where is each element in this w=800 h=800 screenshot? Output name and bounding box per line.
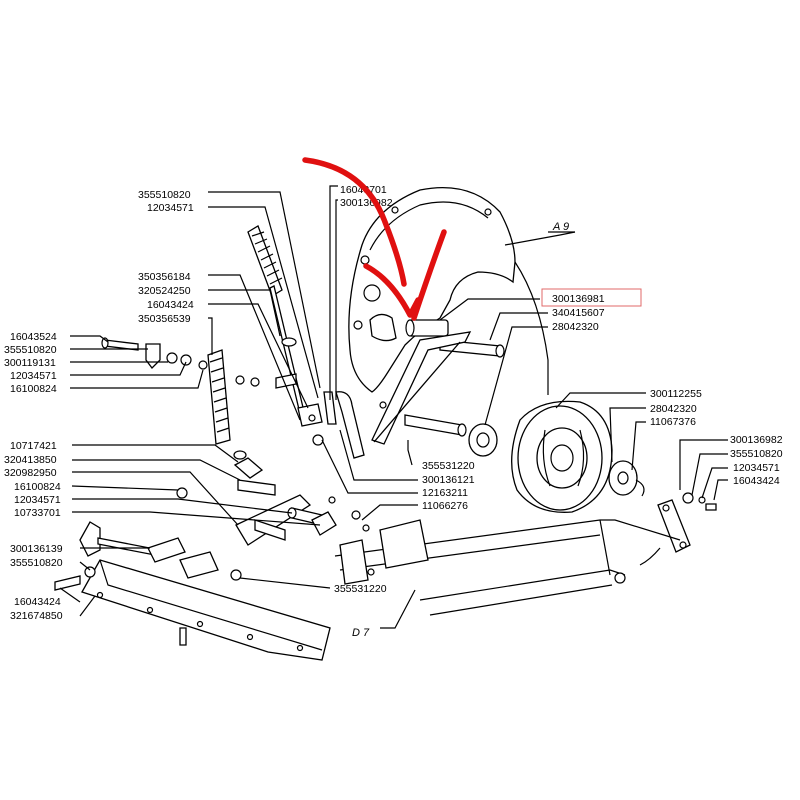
- label-16043424: 16043424: [147, 299, 194, 311]
- main-pulley: [511, 400, 613, 513]
- base-plate-assembly: [54, 521, 331, 661]
- label-320413850: 320413850: [4, 454, 57, 466]
- bearing: [468, 423, 645, 497]
- label-300136121: 300136121: [422, 474, 475, 486]
- label-320982950: 320982950: [4, 467, 57, 479]
- label-355510820-c: 355510820: [730, 448, 783, 460]
- label-10717421: 10717421: [10, 440, 57, 452]
- label-300136982: 300136982: [340, 197, 393, 209]
- spring-rod-assembly: [207, 225, 365, 459]
- label-12034571-b: 12034571: [10, 370, 57, 382]
- label-300112255: 300112255: [650, 388, 702, 400]
- label-300119131: 300119131: [4, 357, 56, 369]
- label-12034571-c: 12034571: [733, 462, 780, 474]
- label-16043424-c: 16043424: [14, 596, 61, 608]
- label-16100824-b: 16100824: [14, 481, 61, 493]
- small-hardware-left: [101, 337, 260, 387]
- label-355531220: 355531220: [422, 460, 475, 472]
- label-11066276: 11066276: [422, 500, 468, 512]
- label-355510820: 355510820: [138, 189, 191, 201]
- label-16043424-b: 16043424: [733, 475, 780, 487]
- label-321674850: 321674850: [10, 610, 63, 622]
- ref-a9: A 9: [552, 221, 569, 233]
- leader-lines: [59, 185, 728, 629]
- label-16043524: 16043524: [10, 331, 57, 343]
- label-355510820-d: 355510820: [10, 557, 63, 569]
- ref-d7: D 7: [352, 627, 370, 639]
- label-355531220-b: 355531220: [334, 583, 387, 595]
- label-12034571-d: 12034571: [14, 494, 61, 506]
- lower-left-mechanisms: [176, 450, 370, 546]
- frame-rails: [334, 519, 681, 616]
- lever-arm: [371, 331, 472, 445]
- red-arrows: [302, 157, 447, 321]
- label-350356539: 350356539: [138, 313, 191, 325]
- right-link: [657, 492, 717, 553]
- label-28042320-b: 28042320: [650, 403, 697, 415]
- label-11067376: 11067376: [650, 416, 696, 428]
- label-355510820-b: 355510820: [4, 344, 57, 356]
- label-12163211: 12163211: [422, 487, 468, 499]
- highlight-box: [541, 288, 642, 307]
- label-28042320: 28042320: [552, 321, 599, 333]
- label-300136139: 300136139: [10, 543, 63, 555]
- label-340415607: 340415607: [552, 307, 605, 319]
- label-320524250: 320524250: [138, 285, 191, 297]
- part-labels: 355510820 12034571 16043701 300136982 35…: [4, 184, 783, 622]
- label-350356184: 350356184: [138, 271, 191, 283]
- label-10733701: 10733701: [14, 507, 61, 519]
- label-300136981: 300136981: [552, 293, 605, 305]
- label-16100824: 16100824: [10, 383, 57, 395]
- label-12034571: 12034571: [147, 202, 194, 214]
- label-300136982-b: 300136982: [730, 434, 783, 446]
